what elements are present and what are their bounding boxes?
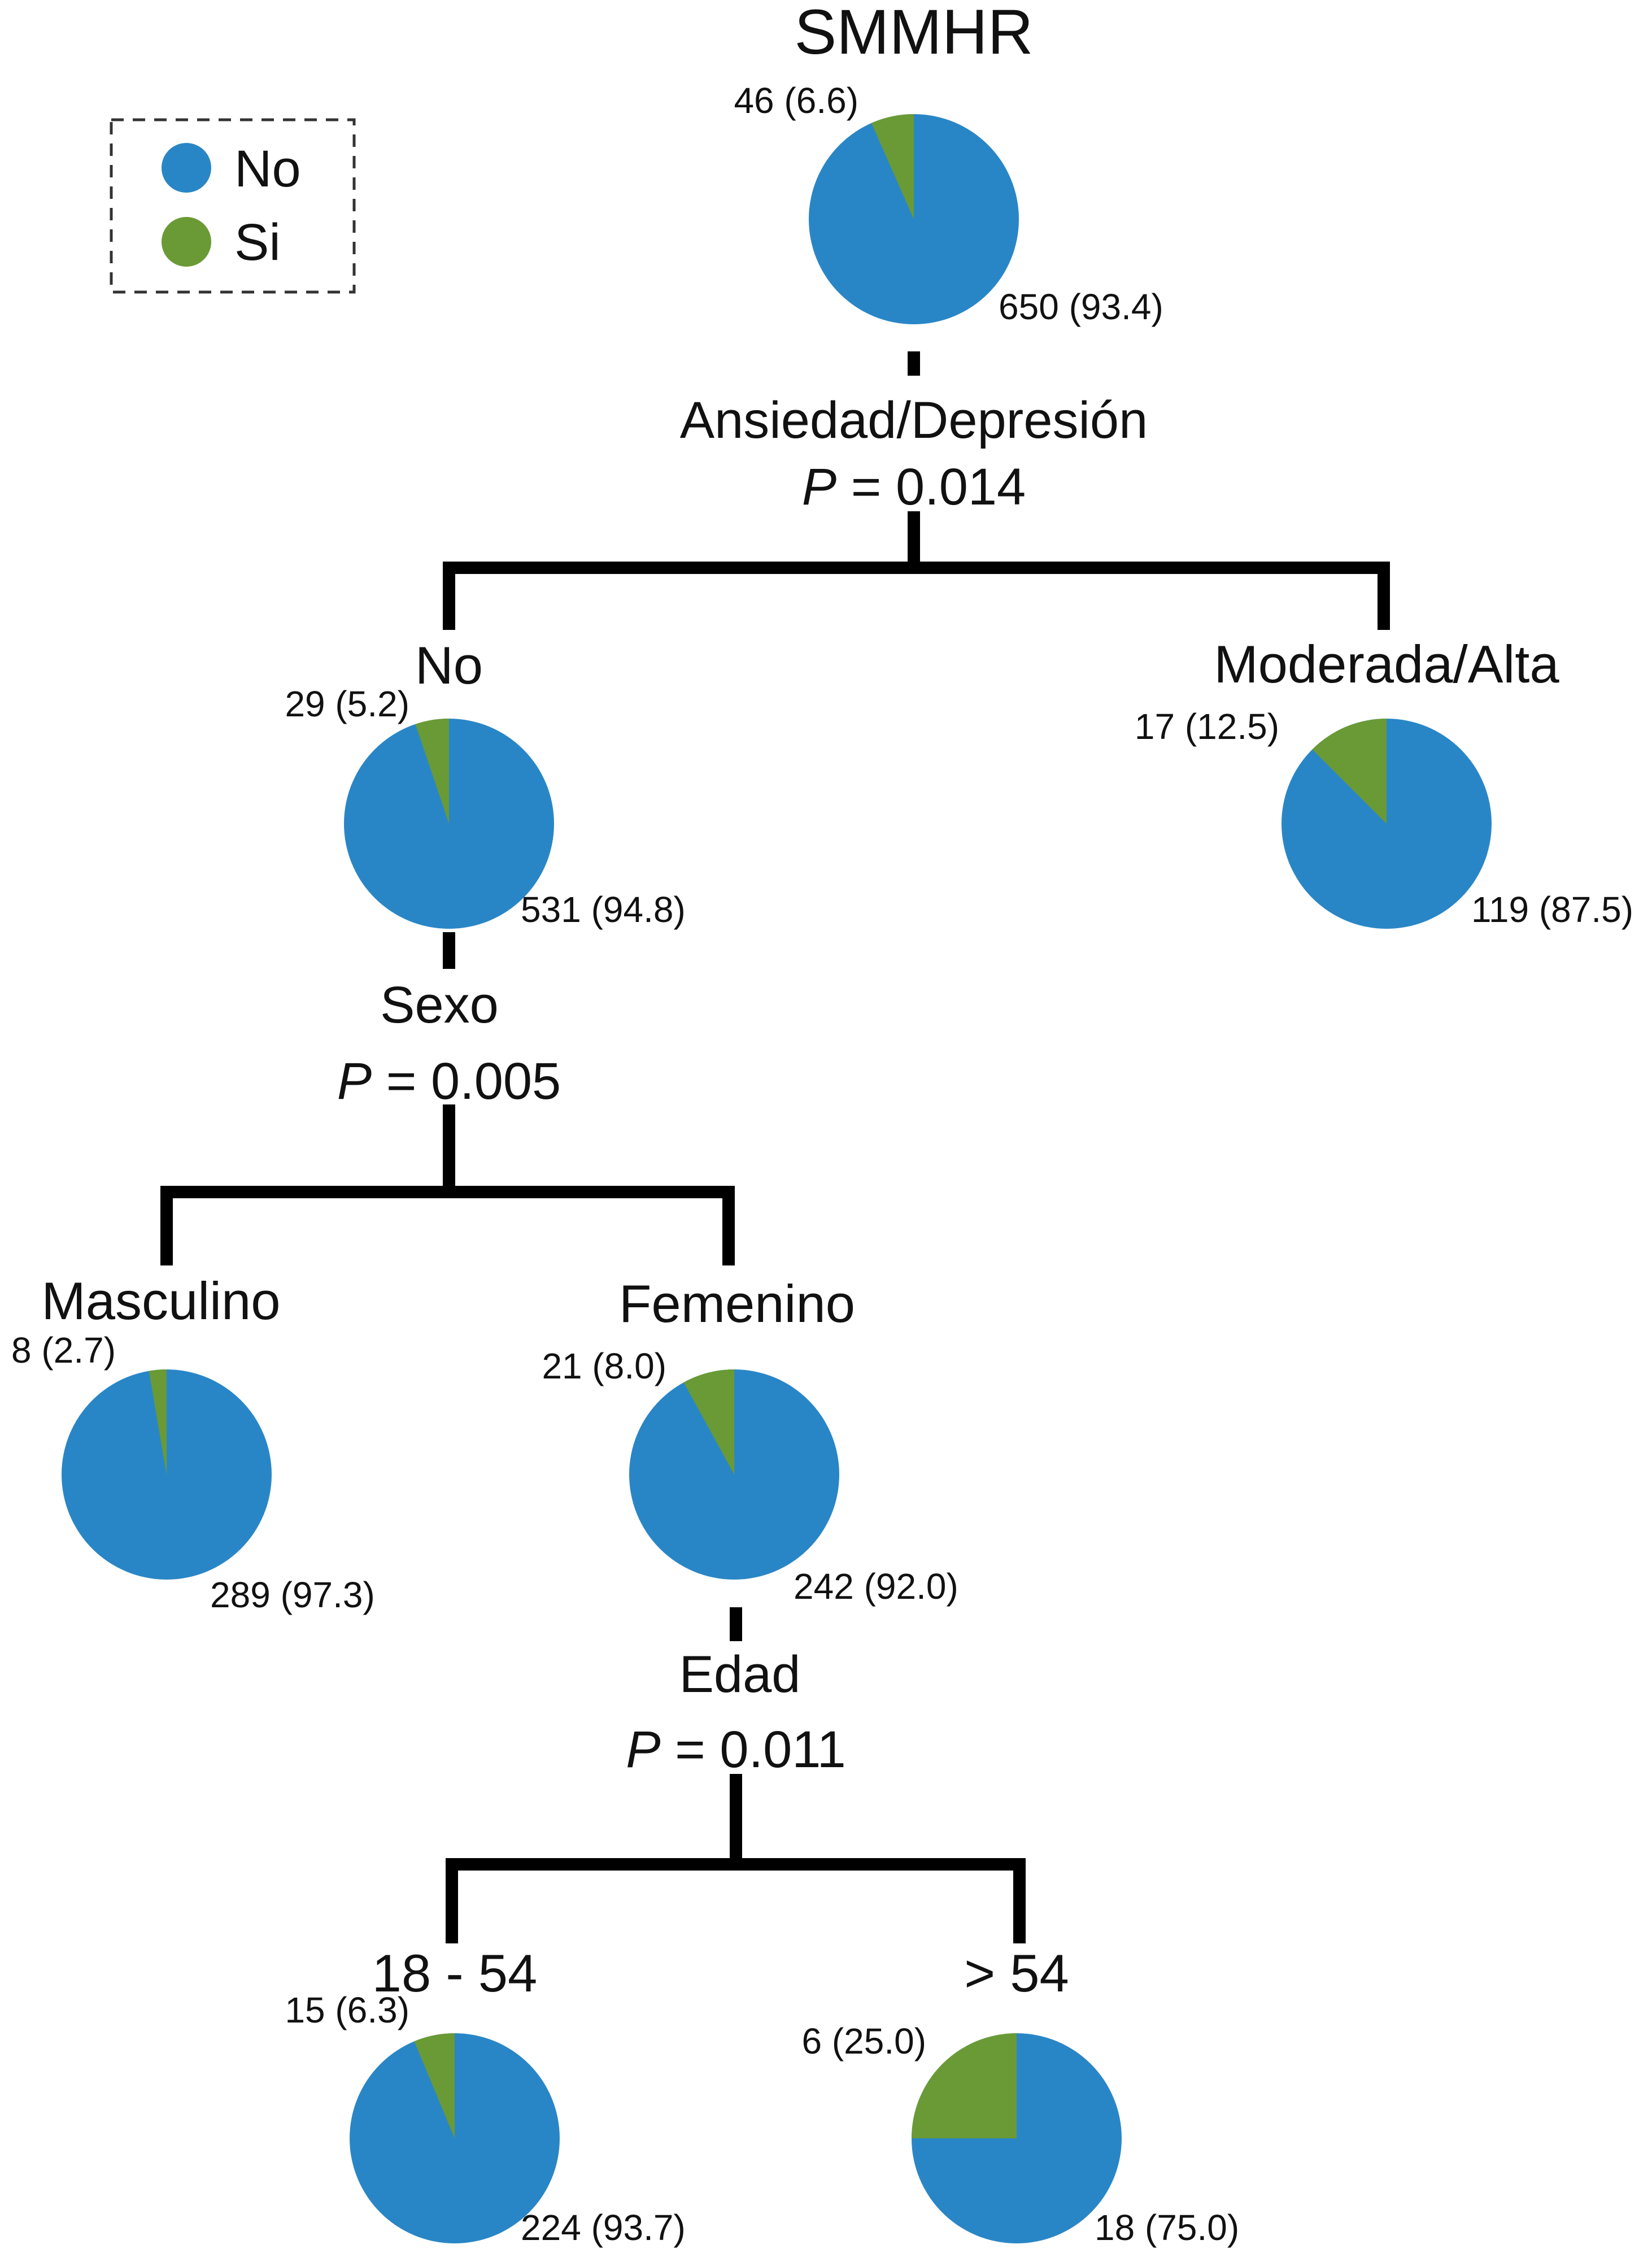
split-ad-pvalue: P = 0.014 bbox=[802, 458, 1026, 516]
pie-slice-si bbox=[683, 1369, 734, 1475]
diagram-title: SMMHR bbox=[794, 0, 1033, 67]
legend-no-swatch bbox=[162, 143, 211, 193]
split-sexo-variable: Sexo bbox=[380, 976, 499, 1034]
pie-node-sexo-masc bbox=[62, 1369, 272, 1580]
pie-node-root bbox=[809, 114, 1019, 324]
masc-si-count: 8 (2.7) bbox=[11, 1330, 116, 1371]
fem-si-count: 21 (8.0) bbox=[542, 1346, 666, 1386]
fem-no-count: 242 (92.0) bbox=[794, 1566, 958, 1607]
branch-label-fem: Femenino bbox=[619, 1274, 855, 1333]
branch-line-masc bbox=[160, 1104, 455, 1265]
branch-line-old bbox=[736, 1858, 1026, 1943]
branch-label-ad-no: No bbox=[415, 636, 483, 695]
split-sexo-p-symbol: P bbox=[337, 1052, 372, 1110]
branch-label-old: > 54 bbox=[964, 1943, 1069, 2003]
pie-node-sexo-fem bbox=[629, 1369, 839, 1580]
ad-no-si-count: 29 (5.2) bbox=[285, 684, 409, 724]
split-ad-p-symbol: P bbox=[802, 458, 836, 516]
masc-no-count: 289 (97.3) bbox=[210, 1575, 375, 1615]
split-sexo-p-text: = 0.005 bbox=[372, 1052, 561, 1110]
legend: No Si bbox=[110, 118, 356, 294]
ad-alta-si-count: 17 (12.5) bbox=[1135, 706, 1279, 747]
root-no-count: 650 (93.4) bbox=[999, 286, 1163, 327]
split-edad-variable: Edad bbox=[679, 1646, 801, 1703]
pie-node-edad-young bbox=[350, 2033, 560, 2243]
pie-node-ad-alta bbox=[1282, 719, 1492, 929]
legend-si-label: Si bbox=[234, 214, 281, 271]
split-edad-pvalue: P = 0.011 bbox=[626, 1721, 846, 1778]
tree-connectors bbox=[160, 351, 1390, 1943]
root-si-count: 46 (6.6) bbox=[734, 80, 858, 121]
young-si-count: 15 (6.3) bbox=[285, 1990, 409, 2030]
ad-alta-no-count: 119 (87.5) bbox=[1471, 889, 1633, 930]
pie-slice-si bbox=[912, 2033, 1017, 2138]
ad-no-no-count: 531 (94.8) bbox=[521, 889, 686, 930]
branch-line-ad-alta bbox=[914, 562, 1390, 630]
pie-slice-si bbox=[415, 719, 449, 824]
legend-border bbox=[110, 118, 356, 294]
pie-slice-si bbox=[414, 2033, 455, 2138]
split-ad-p-text: = 0.014 bbox=[836, 458, 1026, 516]
branch-label-ad-alta: Moderada/Alta bbox=[1214, 634, 1559, 694]
pie-slice-si bbox=[149, 1369, 167, 1475]
branch-line-fem bbox=[449, 1186, 735, 1265]
legend-no-label: No bbox=[234, 140, 301, 198]
old-no-count: 18 (75.0) bbox=[1095, 2207, 1239, 2248]
pie-slice-si bbox=[871, 114, 914, 219]
branch-label-young: 18 - 54 bbox=[372, 1943, 538, 2003]
split-sexo-pvalue: P = 0.005 bbox=[337, 1052, 561, 1110]
young-no-count: 224 (93.7) bbox=[521, 2207, 686, 2248]
old-si-count: 6 (25.0) bbox=[801, 2021, 926, 2061]
legend-si-swatch bbox=[162, 217, 211, 267]
split-edad-p-text: = 0.011 bbox=[661, 1721, 846, 1778]
pie-node-ad-no bbox=[344, 719, 554, 929]
split-edad-p-symbol: P bbox=[626, 1721, 660, 1778]
pie-slice-si bbox=[1312, 719, 1387, 824]
pie-node-edad-old bbox=[912, 2033, 1122, 2243]
branch-line-young bbox=[446, 1774, 742, 1943]
branch-label-masc: Masculino bbox=[41, 1271, 280, 1330]
branch-line-ad-no bbox=[443, 511, 920, 630]
split-ad-variable: Ansiedad/Depresión bbox=[680, 392, 1148, 449]
